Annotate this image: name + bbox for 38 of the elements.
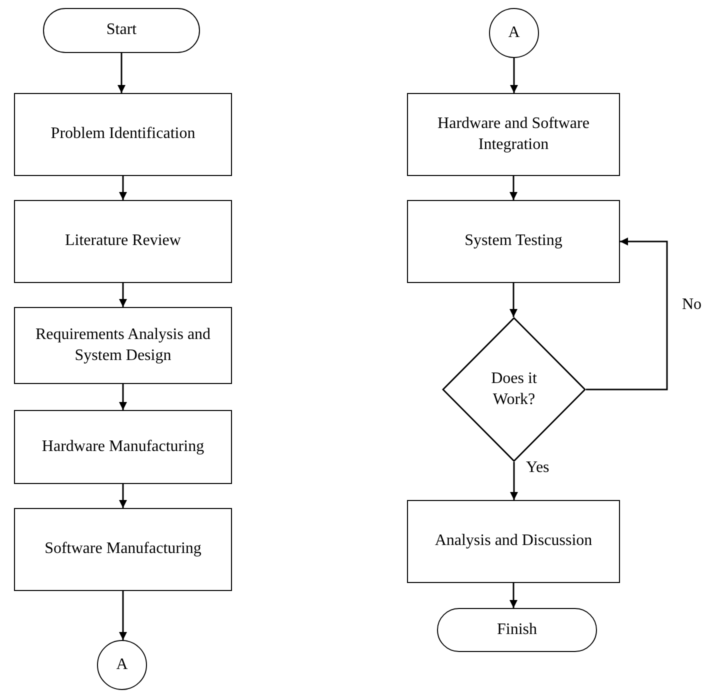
start-terminal xyxy=(43,8,200,53)
arrow xyxy=(510,176,518,200)
arrow xyxy=(510,283,518,317)
node-label: Hardware and Software Integration xyxy=(436,114,590,154)
arrow xyxy=(586,238,668,390)
arrow xyxy=(119,484,127,508)
node-label: System Testing xyxy=(464,231,562,252)
arrow xyxy=(510,58,518,93)
connector-circle xyxy=(489,8,539,58)
process-box xyxy=(14,307,232,384)
arrow xyxy=(119,384,127,410)
node-label: A xyxy=(508,22,520,43)
process-box xyxy=(407,93,620,176)
node-label: Analysis and Discussion xyxy=(434,531,592,552)
connector-circle xyxy=(97,640,147,690)
process-box xyxy=(14,410,232,484)
arrow xyxy=(118,53,126,93)
node-label: A xyxy=(116,654,128,675)
arrow xyxy=(510,462,518,500)
process-box xyxy=(14,508,232,591)
arrow xyxy=(119,591,127,640)
node-label: Literature Review xyxy=(65,231,181,252)
node-label: Hardware Manufacturing xyxy=(42,436,204,457)
node-label: Start xyxy=(106,20,137,40)
arrow xyxy=(510,583,518,608)
node-label: Problem Identification xyxy=(50,124,196,144)
end-terminal xyxy=(437,608,597,652)
process-box xyxy=(407,200,620,283)
process-box xyxy=(14,93,232,176)
node-label: Does it Work? xyxy=(490,368,538,410)
node-label: Requirements Analysis and System Design xyxy=(34,324,212,366)
node-label: Finish xyxy=(496,620,537,640)
arrow xyxy=(119,283,127,307)
node-label: Software Manufacturing xyxy=(44,539,202,560)
arrow xyxy=(119,176,127,200)
process-box xyxy=(14,200,232,283)
decision-diamond xyxy=(442,317,586,462)
process-box xyxy=(407,500,620,583)
